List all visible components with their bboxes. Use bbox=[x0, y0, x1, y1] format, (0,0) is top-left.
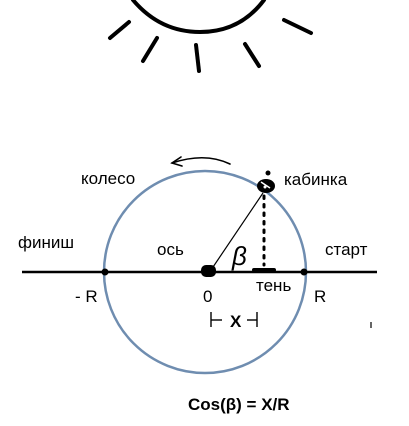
shadow-label: тень bbox=[256, 276, 291, 295]
sun-disk bbox=[131, 0, 266, 35]
beta-angle-label: β bbox=[231, 241, 247, 271]
sun-ray bbox=[108, 20, 131, 40]
plus-r-label: R bbox=[314, 287, 326, 306]
start-label: старт bbox=[325, 240, 368, 259]
axis-label: ось bbox=[157, 240, 184, 259]
sun-ray bbox=[282, 18, 313, 35]
radius-line bbox=[210, 192, 264, 271]
rotation-arrow-icon bbox=[170, 156, 231, 167]
finish-label: финиш bbox=[18, 233, 74, 252]
wheel-label: колесо bbox=[81, 169, 135, 188]
finish-point bbox=[101, 268, 109, 276]
start-point bbox=[300, 268, 308, 276]
minus-r-label: - R bbox=[75, 287, 98, 306]
sun-ray bbox=[194, 43, 201, 73]
x-label: X bbox=[230, 312, 242, 331]
cabin-label: кабинка bbox=[284, 170, 348, 189]
zero-label: 0 bbox=[203, 287, 212, 306]
formula: Cos(β) = X/R bbox=[188, 395, 290, 414]
sun-icon bbox=[108, 0, 313, 73]
sun-ray bbox=[243, 42, 261, 68]
cabin-icon bbox=[257, 170, 275, 193]
sun-ray bbox=[141, 36, 159, 63]
x-dimension-bracket bbox=[210, 312, 258, 327]
